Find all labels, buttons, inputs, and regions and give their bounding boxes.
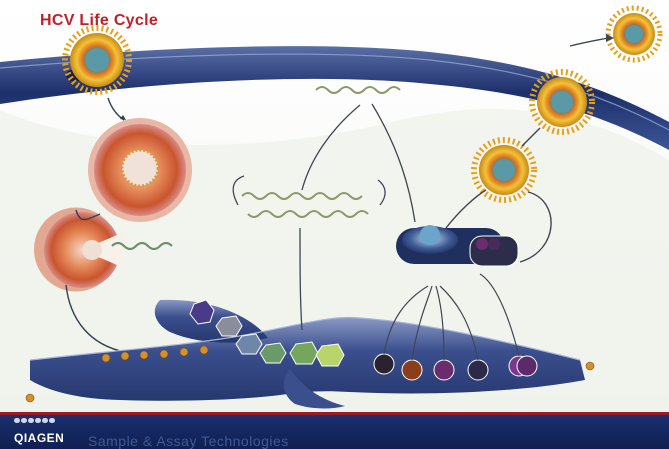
logo-text: QIAGEN	[14, 431, 64, 445]
footer-divider	[0, 412, 669, 415]
diagram-canvas	[0, 0, 669, 412]
qiagen-logo: QIAGEN	[14, 418, 74, 446]
logo-dots-icon	[14, 418, 74, 423]
footer-tagline: Sample & Assay Technologies	[88, 433, 289, 449]
diagram-title: HCV Life Cycle	[40, 12, 158, 30]
virion-entry	[65, 28, 129, 92]
endosome-1	[88, 118, 192, 222]
